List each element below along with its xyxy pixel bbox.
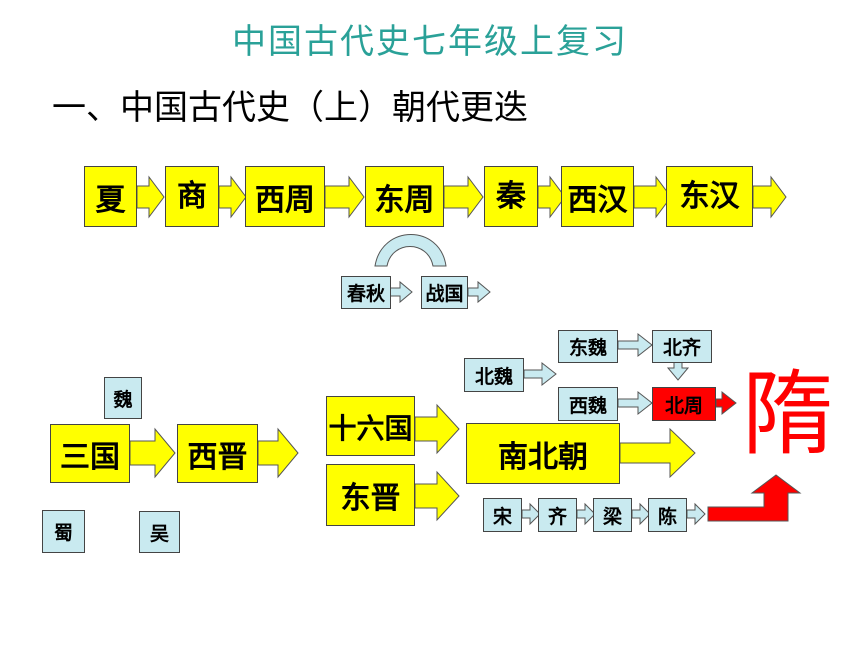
dynasty-chen: 陈 [648, 498, 687, 532]
arrow-icon [617, 390, 653, 416]
arrow-icon [414, 403, 460, 455]
curved-arrow-icon [374, 234, 447, 267]
arrow-icon [129, 427, 176, 479]
arrow-icon [619, 427, 696, 479]
dynasty-qin: 秦 [484, 166, 538, 227]
dynasty-xizhou: 西周 [245, 166, 325, 227]
dynasty-xijin: 西晋 [177, 424, 258, 483]
arrow-icon [324, 175, 365, 219]
kingdom-wei: 魏 [104, 377, 142, 419]
period-zhanguo: 战国 [421, 276, 468, 309]
arrow-icon [686, 502, 706, 526]
arrow-icon [467, 280, 491, 304]
arrow-icon [666, 361, 690, 381]
period-chunqiu: 春秋 [341, 276, 391, 309]
dynasty-dongzhou: 东周 [365, 166, 444, 227]
arrow-icon [631, 502, 651, 526]
arrow-icon [617, 332, 653, 358]
dynasty-dongjin: 东晋 [326, 464, 415, 526]
arrow-icon [576, 502, 596, 526]
arrow-icon [136, 175, 165, 219]
kingdom-wu: 吴 [139, 511, 180, 553]
arrow-icon [715, 390, 737, 416]
dynasty-sanguo: 三国 [50, 424, 130, 483]
arrow-icon [537, 175, 566, 219]
section-heading: 一、中国古代史（上）朝代更迭 [52, 88, 528, 128]
arrow-icon [218, 175, 247, 219]
dynasty-beiqi: 北齐 [652, 330, 712, 363]
dynasty-xiwei: 西魏 [558, 387, 618, 421]
dynasty-xihan: 西汉 [561, 166, 634, 227]
arrow-icon [389, 280, 413, 304]
arrow-icon [707, 474, 802, 522]
dynasty-shiliuguo: 十六国 [326, 396, 415, 456]
dynasty-song: 宋 [483, 498, 522, 532]
kingdom-shu: 蜀 [42, 510, 85, 553]
dynasty-liang: 梁 [593, 498, 632, 532]
dynasty-beiwei: 北魏 [464, 358, 524, 392]
dynasty-qi: 齐 [538, 498, 577, 532]
dynasty-donghan: 东汉 [666, 166, 753, 227]
dynasty-nanbeichao: 南北朝 [466, 423, 620, 484]
dynasty-sui: 隋 [742, 361, 835, 468]
arrow-icon [633, 175, 672, 219]
dynasty-xia: 夏 [84, 166, 137, 227]
dynasty-beizhou: 北周 [652, 387, 716, 421]
arrow-icon [752, 175, 787, 219]
arrow-icon [414, 470, 460, 522]
page-title: 中国古代史七年级上复习 [232, 22, 628, 62]
arrow-icon [257, 427, 299, 479]
arrow-icon [443, 175, 484, 219]
dynasty-dongwei: 东魏 [558, 330, 618, 363]
dynasty-shang: 商 [165, 166, 219, 227]
arrow-icon [523, 361, 557, 387]
arrow-icon [521, 502, 541, 526]
